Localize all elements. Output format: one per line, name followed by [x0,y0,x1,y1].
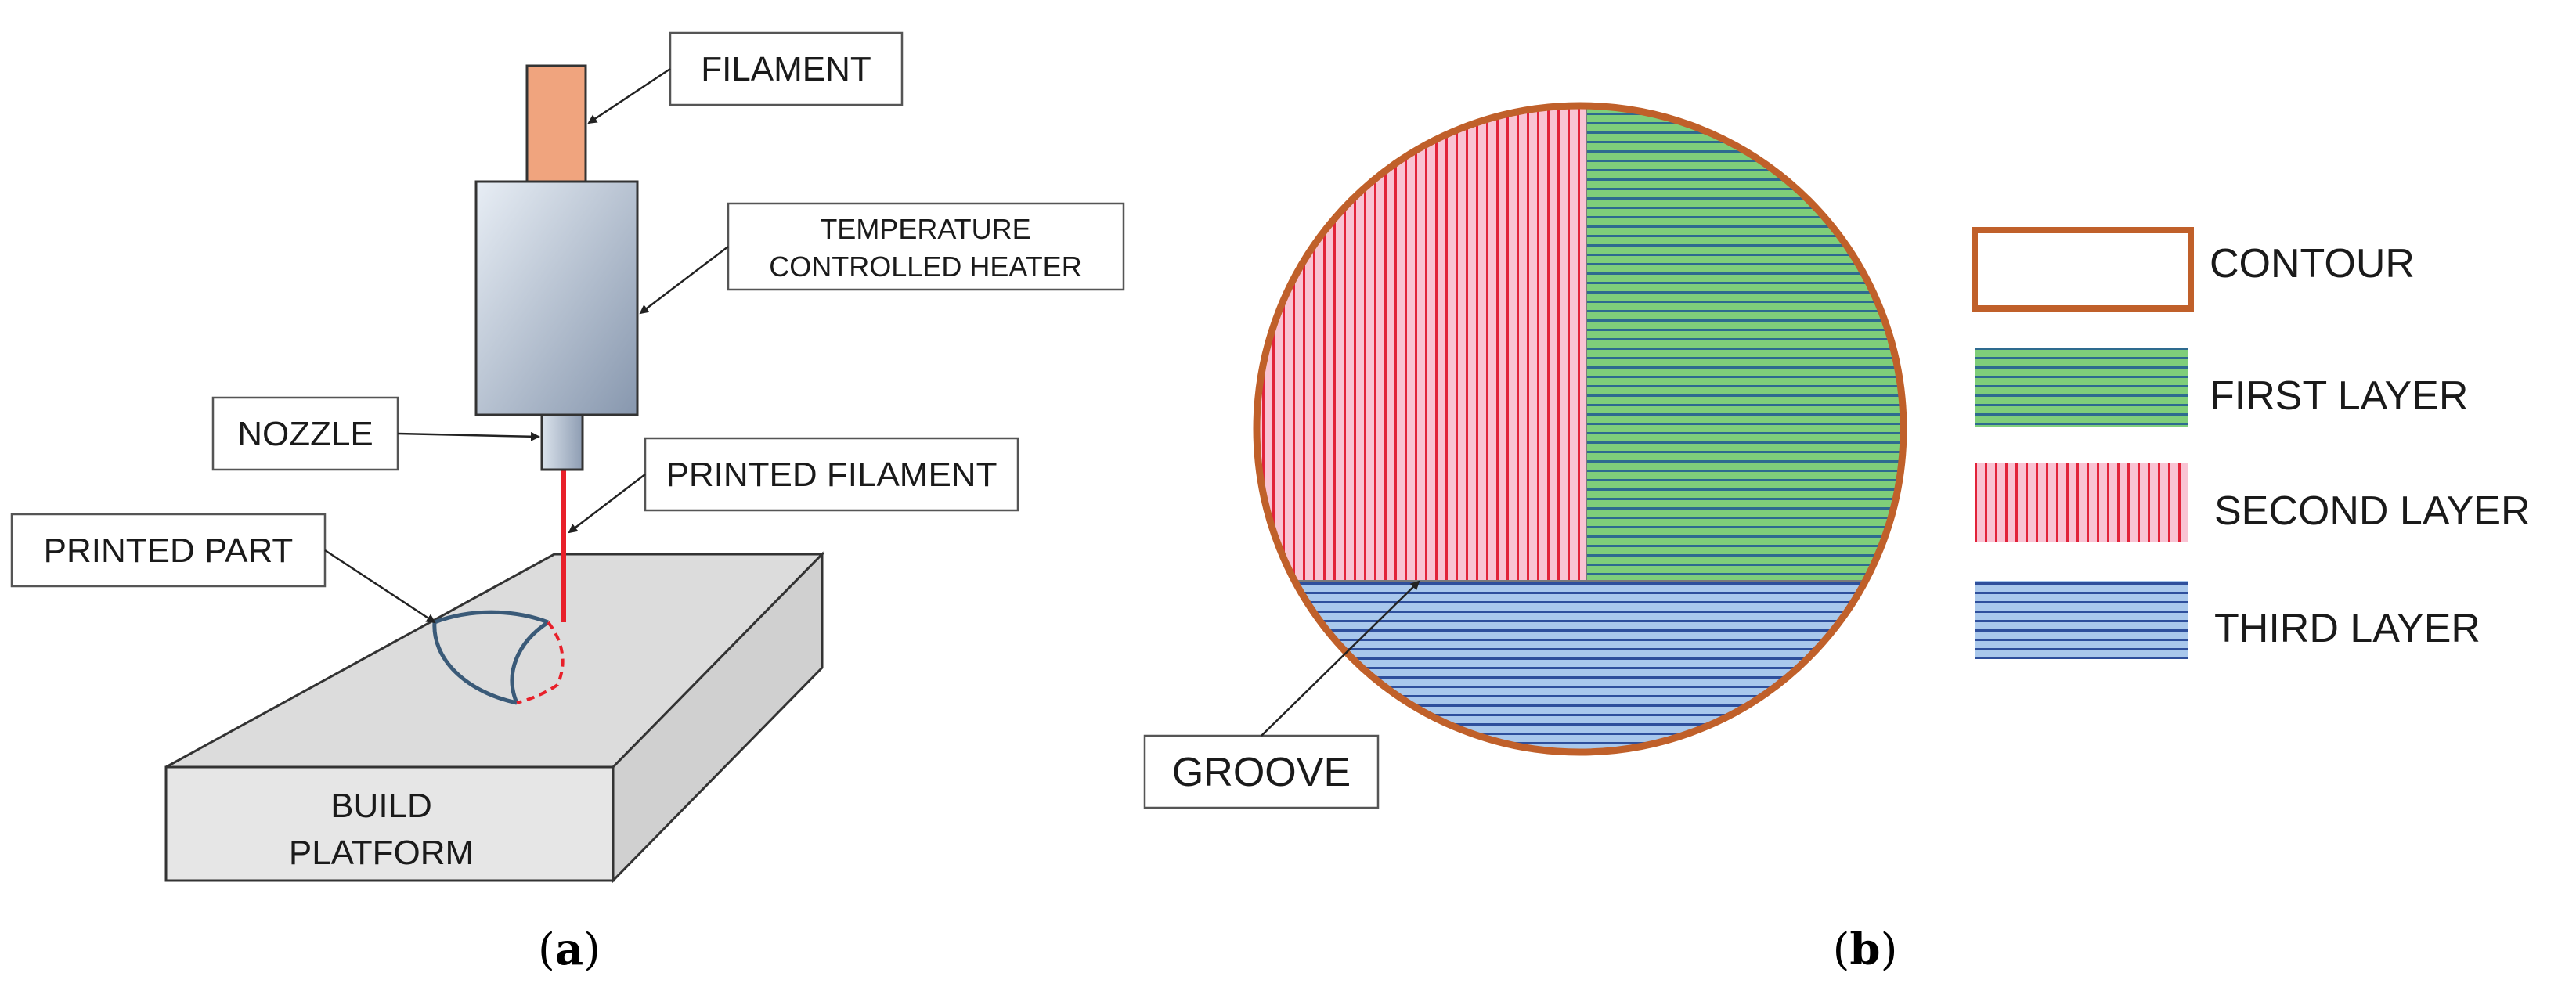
printed-filament-label: PRINTED FILAMENT [666,456,998,494]
callout-filament: FILAMENT [587,31,904,124]
filament [525,64,587,183]
legend-item-second-layer: SECOND LAYER [1975,463,2531,542]
second-layer-swatch [1975,463,2188,542]
callout-printed-filament: PRINTED FILAMENT [568,437,1019,534]
build-platform [164,551,825,884]
filament-label: FILAMENT [701,50,871,88]
heater-label-line2: CONTROLLED HEATER [769,250,1081,283]
platform-label-line1: BUILD [330,787,432,825]
panel-b: GROOVE CONTOUR FIRST LAYER SECOND LAYER … [1143,102,2531,975]
groove-label: GROOVE [1172,750,1351,795]
callout-heater: TEMPERATURE CONTROLLED HEATER [639,202,1125,315]
first-layer-region [1586,106,1903,581]
callout-printed-part: PRINTED PART [10,513,436,624]
heater-label-line1: TEMPERATURE [820,213,1030,245]
legend: CONTOUR FIRST LAYER SECOND LAYER THIRD L… [1972,227,2531,659]
panel-a: FILAMENT TEMPERATURE CONTROLLED HEATER N… [10,31,1125,975]
legend-label-first: FIRST LAYER [2210,373,2468,419]
third-layer-region [1257,581,1903,752]
contour-circle [1253,102,1907,756]
contour-swatch [1972,227,2194,312]
printed-part-label: PRINTED PART [44,531,294,570]
printed-part-circle [432,610,565,705]
legend-item-first-layer: FIRST LAYER [1975,348,2468,427]
caption-b: (b) [1833,924,1898,975]
heater [474,180,639,416]
legend-item-third-layer: THIRD LAYER [1975,581,2480,659]
nozzle [540,413,584,471]
legend-item-contour: CONTOUR [1972,227,2415,312]
callout-groove: GROOVE [1143,580,1420,809]
second-layer-region [1257,106,1586,581]
callout-nozzle: NOZZLE [211,396,540,471]
caption-a: (a) [538,924,601,975]
nozzle-label: NOZZLE [237,415,373,453]
legend-label-second: SECOND LAYER [2214,488,2531,534]
platform-label-line2: PLATFORM [289,834,474,872]
legend-label-third: THIRD LAYER [2214,606,2480,651]
first-layer-swatch [1975,348,2188,427]
legend-label-contour: CONTOUR [2210,241,2415,286]
third-layer-swatch [1975,581,2188,659]
